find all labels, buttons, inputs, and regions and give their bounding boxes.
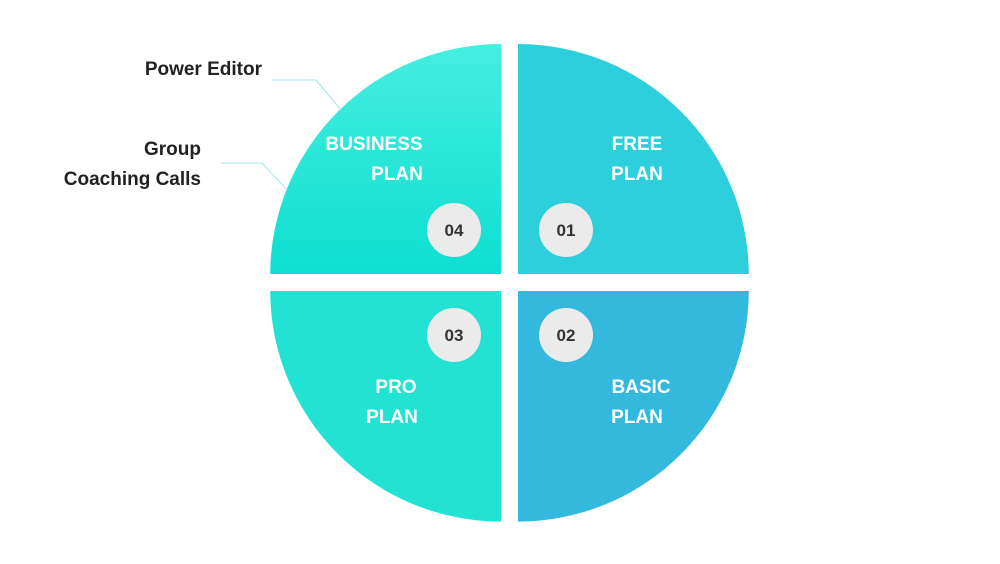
basic-plan-label-line1: BASIC [611, 377, 670, 398]
badge-02-number: 02 [557, 326, 576, 345]
badge-01-number: 01 [557, 221, 576, 240]
badge-04: 04 [427, 203, 481, 257]
badge-02: 02 [539, 308, 593, 362]
badge-01: 01 [539, 203, 593, 257]
pro-plan-label-line2: PLAN [366, 407, 418, 428]
badge-03-number: 03 [445, 326, 464, 345]
callout-line-power-editor [272, 79, 342, 111]
badge-03: 03 [427, 308, 481, 362]
callout-group-line1: Group [144, 139, 201, 160]
callout-line-group-coaching [221, 162, 288, 191]
badge-04-number: 04 [445, 221, 464, 240]
business-plan-label-line2: PLAN [371, 164, 423, 185]
callout-group-line2: Coaching Calls [64, 169, 201, 190]
callout-power-editor: Power Editor [145, 59, 263, 80]
free-plan-label-line2: PLAN [611, 164, 663, 185]
basic-plan-label-line2: PLAN [611, 407, 663, 428]
pro-plan-label-line1: PRO [375, 377, 416, 398]
business-plan-label-line1: BUSINESS [325, 134, 422, 155]
free-plan-label-line1: FREE [612, 134, 663, 155]
